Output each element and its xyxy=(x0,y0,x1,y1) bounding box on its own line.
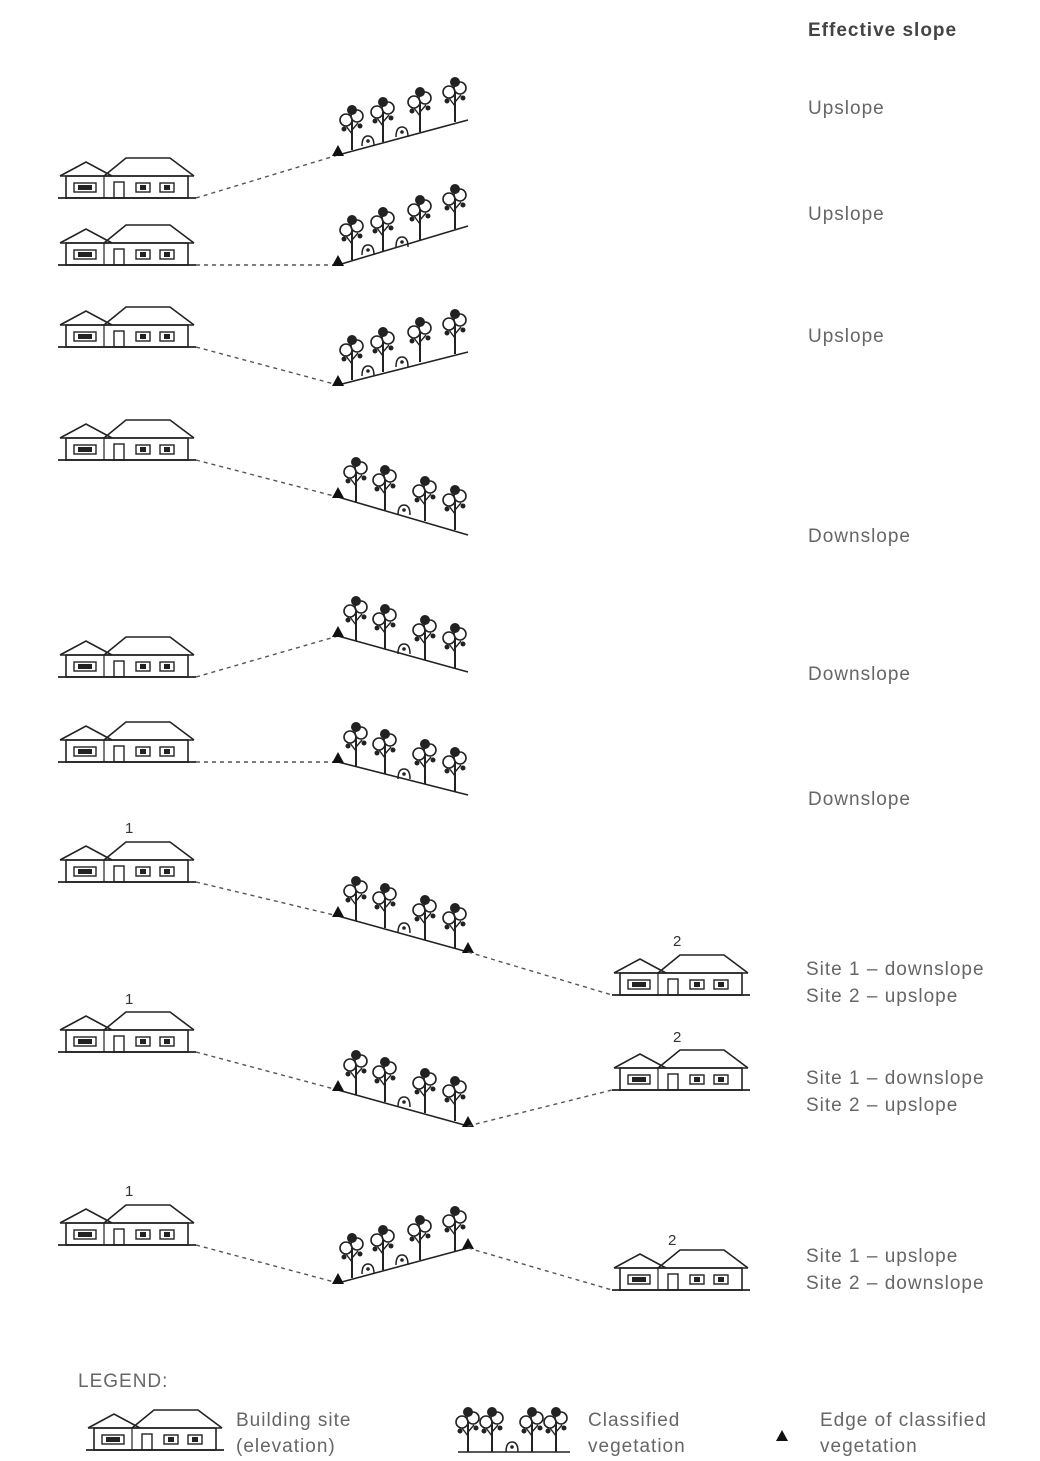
tree-cluster-icon xyxy=(343,875,467,949)
row-5-label: Downslope xyxy=(808,664,911,685)
triangle-marker-icon xyxy=(332,255,344,266)
tree-cluster-icon xyxy=(339,76,467,151)
scenario-row-6: Downslope xyxy=(57,721,911,810)
row-7-label-1: Site 1 – downslope xyxy=(806,959,985,980)
house-icon xyxy=(57,419,197,461)
house-icon xyxy=(57,721,197,763)
house-icon xyxy=(57,1204,197,1246)
row-2-label: Upslope xyxy=(808,204,885,225)
house-icon xyxy=(611,1049,751,1091)
legend-vegetation-label-1: Classified xyxy=(588,1410,680,1431)
site-2-number: 2 xyxy=(673,933,681,950)
site-1-number: 1 xyxy=(125,991,133,1008)
row-9-label-2: Site 2 – downslope xyxy=(806,1273,985,1294)
tree-cluster-icon xyxy=(343,456,467,531)
house-icon xyxy=(57,306,197,348)
house-icon xyxy=(57,1011,197,1053)
triangle-marker-icon xyxy=(332,906,344,917)
row-9-label-1: Site 1 – upslope xyxy=(806,1246,958,1267)
effective-slope-heading: Effective slope xyxy=(808,20,957,41)
house-icon xyxy=(57,636,197,678)
triangle-marker-icon xyxy=(776,1430,788,1441)
scenario-row-1: Upslope xyxy=(57,76,885,199)
legend: LEGEND: Building site (elevation) Classi… xyxy=(78,1371,987,1457)
row-4-label: Downslope xyxy=(808,526,911,547)
triangle-marker-icon xyxy=(332,626,344,637)
site-1-number: 1 xyxy=(125,1183,133,1200)
triangle-marker-icon xyxy=(332,752,344,763)
house-icon xyxy=(57,224,197,266)
tree-cluster-icon xyxy=(455,1406,570,1453)
tree-cluster-icon xyxy=(343,1049,467,1122)
site-1-number: 1 xyxy=(125,820,133,837)
row-6-label: Downslope xyxy=(808,789,911,810)
legend-vegetation-label-2: vegetation xyxy=(588,1436,686,1457)
scenario-row-4: Downslope xyxy=(57,419,911,547)
scenario-row-3: Upslope xyxy=(57,306,885,386)
scenario-row-9: 1 2 Site 1 – upslope Site 2 – downslope xyxy=(57,1183,985,1294)
triangle-marker-icon xyxy=(332,1273,344,1284)
house-icon xyxy=(611,954,751,996)
tree-cluster-icon xyxy=(339,1205,467,1279)
legend-edge-label-1: Edge of classified xyxy=(820,1410,987,1431)
scenario-row-2: Upslope xyxy=(57,183,885,266)
house-icon xyxy=(57,157,197,199)
legend-edge-label-2: vegetation xyxy=(820,1436,918,1457)
triangle-marker-icon xyxy=(332,1080,344,1091)
legend-building-label-2: (elevation) xyxy=(236,1436,336,1457)
house-icon xyxy=(85,1409,225,1451)
triangle-marker-icon xyxy=(462,942,474,953)
triangle-marker-icon xyxy=(462,1238,474,1249)
house-icon xyxy=(611,1249,751,1291)
scenario-row-7: 1 2 Site 1 – downslope Site 2 – upslope xyxy=(57,820,985,1007)
tree-cluster-icon xyxy=(343,721,467,793)
triangle-marker-icon xyxy=(332,145,344,156)
row-7-label-2: Site 2 – upslope xyxy=(806,986,958,1007)
row-3-label: Upslope xyxy=(808,326,885,347)
site-2-number: 2 xyxy=(673,1029,681,1046)
site-2-number: 2 xyxy=(668,1232,676,1249)
house-icon xyxy=(57,841,197,883)
legend-building-label-1: Building site xyxy=(236,1410,351,1431)
tree-cluster-icon xyxy=(339,308,467,381)
scenario-row-8: 1 2 Site 1 – downslope Site 2 – upslope xyxy=(57,991,985,1127)
triangle-marker-icon xyxy=(332,375,344,386)
tree-cluster-icon xyxy=(343,595,467,669)
tree-cluster-icon xyxy=(339,183,467,261)
row-8-label-1: Site 1 – downslope xyxy=(806,1068,985,1089)
row-1-label: Upslope xyxy=(808,98,885,119)
scenario-row-5: Downslope xyxy=(57,595,911,685)
legend-title: LEGEND: xyxy=(78,1371,168,1392)
triangle-marker-icon xyxy=(332,487,344,498)
row-8-label-2: Site 2 – upslope xyxy=(806,1095,958,1116)
